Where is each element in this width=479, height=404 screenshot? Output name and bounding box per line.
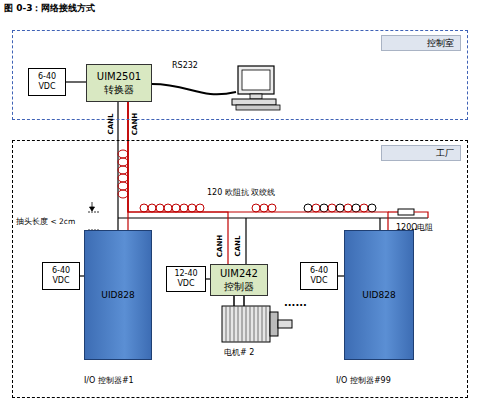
figure-title: 图 0-3：网络接线方式 <box>4 3 95 13</box>
twisted-pair-loop <box>360 204 368 212</box>
drawing-part <box>226 306 266 342</box>
signal-name: CANH <box>215 235 225 257</box>
drawing-part <box>222 306 270 342</box>
bus-end <box>414 212 428 218</box>
box-text: 12-40 VDC <box>169 269 203 289</box>
motor-illustration <box>222 306 292 342</box>
twisted-pair-loop <box>252 204 260 212</box>
drawing-part <box>242 70 270 90</box>
canl-bus <box>118 217 428 218</box>
io-controller-box: UID828 <box>84 230 152 360</box>
converter-box: UIM2501转换器 <box>86 64 152 102</box>
twisted-pair-loop <box>260 204 268 212</box>
can-bus-wire <box>128 102 388 230</box>
twisted-pair-loop <box>196 204 204 212</box>
control-room-region: 控制室 6-40 VDC UIM2501转换器 <box>12 30 468 120</box>
io-controller-box: UID828 <box>344 230 414 360</box>
motor-fin <box>266 306 267 342</box>
dimension-label: 抽头长度 < 2cm <box>16 217 75 227</box>
twisted-pair-loop <box>140 204 148 212</box>
twisted-pair-loop <box>118 182 128 190</box>
motor-fin <box>258 306 259 342</box>
drawing-part <box>232 99 276 105</box>
twisted-pair-loop <box>328 204 336 212</box>
caption: I/O 控制器#1 <box>84 376 134 386</box>
drawing-part <box>88 212 100 213</box>
power-supply-box: 6-40 VDC <box>42 262 80 290</box>
box-text: 转换器 <box>104 83 134 96</box>
motor-fin <box>254 306 255 342</box>
twisted-pair-loop <box>156 204 164 212</box>
twisted-pair-loop <box>352 204 360 212</box>
ellipsis-mark: ...... <box>284 298 307 308</box>
motor-controller-box: UIM242控制器 <box>210 264 268 296</box>
region-label: 工厂 <box>381 145 461 161</box>
signal-name: CANL <box>233 236 243 257</box>
part-name: 120Ω电阻 <box>396 223 433 233</box>
signal-name: CANH <box>130 113 140 135</box>
motor-fin <box>242 306 243 342</box>
twisted-pair-loop <box>368 204 376 212</box>
box-text: UIM2501 <box>97 70 141 83</box>
box-text: 6-40 VDC <box>31 72 63 92</box>
part-name: 电机# 2 <box>224 348 254 358</box>
signal-name: RS232 <box>172 61 198 71</box>
twisted-pair-loop <box>304 204 312 212</box>
twisted-pair-loop <box>118 158 128 166</box>
motor-fin <box>230 306 231 342</box>
tap-wire <box>245 218 246 264</box>
drawing-part <box>118 150 376 212</box>
box-text: 6-40 VDC <box>45 266 77 286</box>
twisted-pair-loop <box>172 204 180 212</box>
twisted-pair-loop <box>164 204 172 212</box>
motor-fin <box>262 306 263 342</box>
drawing-part <box>238 66 274 94</box>
twisted-pair-loop <box>118 150 128 158</box>
box-text: 控制器 <box>224 280 254 293</box>
factory-region: 工厂 6-40 VDC UID828 12-40 VDC UIM242控制器 6-40 V… <box>12 140 468 398</box>
twisted-pair-loop <box>344 204 352 212</box>
power-supply-box: 6-40 VDC <box>300 262 338 290</box>
region-label: 控制室 <box>381 35 461 51</box>
twisted-pair-loop <box>320 204 328 212</box>
rs232-cable <box>152 84 236 94</box>
tap-wire <box>379 218 380 230</box>
bus-end <box>388 211 398 212</box>
caption: I/O 控制器#99 <box>336 376 391 386</box>
motor-fin <box>250 306 251 342</box>
power-supply-box: 12-40 VDC <box>166 266 206 292</box>
box-text: 6-40 VDC <box>303 266 335 286</box>
power-wire <box>66 81 86 82</box>
twisted-pair-loop <box>336 204 344 212</box>
motor-cable <box>243 296 245 306</box>
twisted-pair-loop <box>118 166 128 174</box>
drawing-part <box>236 105 280 110</box>
box-text: UID828 <box>101 290 134 300</box>
twisted-pair-loop <box>312 204 320 212</box>
twisted-pair-loop <box>188 204 196 212</box>
drawing-part <box>278 320 292 328</box>
motor-fin <box>238 306 239 342</box>
twisted-pair-loop <box>148 204 156 212</box>
drawing-part <box>250 94 262 99</box>
motor-fin <box>226 306 227 342</box>
motor-cable <box>233 296 235 306</box>
power-supply-box: 6-40 VDC <box>28 68 66 96</box>
drawing-part <box>270 312 278 336</box>
twisted-pair-loop <box>180 204 188 212</box>
cable-note: 120 欧阻抗 双绞线 <box>206 188 276 198</box>
box-text: UID828 <box>362 290 395 300</box>
tap-wire <box>117 218 118 230</box>
signal-name: CANL <box>106 114 116 135</box>
twisted-pair-loop <box>118 174 128 182</box>
resistor-symbol <box>398 209 414 215</box>
box-text: UIM242 <box>220 267 258 280</box>
motor-fin <box>234 306 235 342</box>
drawing-part <box>90 207 95 211</box>
computer-icon <box>232 66 280 110</box>
twisted-pair-loop <box>268 204 276 212</box>
twisted-pair-loop <box>118 190 128 198</box>
motor-fin <box>246 306 247 342</box>
